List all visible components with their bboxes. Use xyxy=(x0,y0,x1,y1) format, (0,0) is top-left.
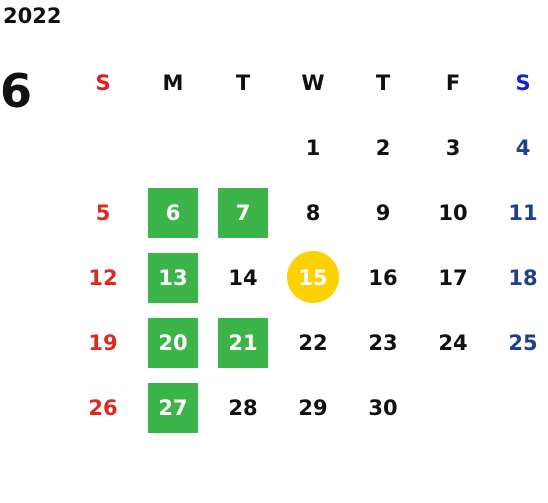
day-cell: 3 xyxy=(418,115,488,180)
day-number: 13 xyxy=(158,265,188,290)
weekday-header-thu: T xyxy=(375,70,391,95)
weekday-header-mon: M xyxy=(162,70,184,95)
day-cell-highlighted: 21 xyxy=(208,310,278,375)
weekday-header-tue: T xyxy=(235,70,251,95)
day-number: 15 xyxy=(298,265,328,290)
day-cell: 23 xyxy=(348,310,418,375)
day-cell-empty xyxy=(488,375,548,440)
day-cell: 30 xyxy=(348,375,418,440)
day-number: 30 xyxy=(368,395,398,420)
day-number: 5 xyxy=(95,200,111,225)
day-cell: 2 xyxy=(348,115,418,180)
day-number: 17 xyxy=(438,265,468,290)
day-cell: 1 xyxy=(278,115,348,180)
day-number: 2 xyxy=(375,135,391,160)
day-number: 16 xyxy=(368,265,398,290)
day-number: 23 xyxy=(368,330,398,355)
day-cell: 28 xyxy=(208,375,278,440)
day-cell: 25 xyxy=(488,310,548,375)
day-cell-highlighted: 6 xyxy=(138,180,208,245)
weekday-header-sat: S xyxy=(515,70,531,95)
day-cell: 26 xyxy=(68,375,138,440)
day-number: 26 xyxy=(88,395,118,420)
weekday-header-wed: W xyxy=(301,70,325,95)
day-cell-highlighted: 7 xyxy=(208,180,278,245)
day-number: 3 xyxy=(445,135,461,160)
day-number: 28 xyxy=(228,395,258,420)
day-number: 9 xyxy=(375,200,391,225)
calendar-grid: S M T W T F S 1 2 3 4 5 6 7 8 9 10 11 12… xyxy=(68,50,548,440)
day-cell: 14 xyxy=(208,245,278,310)
day-number: 27 xyxy=(158,395,188,420)
year-label: 2022 xyxy=(3,4,62,28)
weekday-header-fri: F xyxy=(445,70,461,95)
day-number: 12 xyxy=(88,265,118,290)
day-cell: 12 xyxy=(68,245,138,310)
day-cell xyxy=(208,115,278,180)
day-number: 10 xyxy=(438,200,468,225)
day-cell: 17 xyxy=(418,245,488,310)
day-number: 1 xyxy=(305,135,321,160)
day-cell-highlighted: 27 xyxy=(138,375,208,440)
day-cell-today: 15 xyxy=(278,245,348,310)
day-cell: 10 xyxy=(418,180,488,245)
day-number: 6 xyxy=(165,200,181,225)
day-cell: 16 xyxy=(348,245,418,310)
day-cell: 8 xyxy=(278,180,348,245)
day-cell: 11 xyxy=(488,180,548,245)
day-cell-empty xyxy=(418,375,488,440)
day-number: 29 xyxy=(298,395,328,420)
month-label: 6 xyxy=(0,64,33,118)
day-cell: 24 xyxy=(418,310,488,375)
day-cell-highlighted: 20 xyxy=(138,310,208,375)
day-number: 14 xyxy=(228,265,258,290)
day-cell: 4 xyxy=(488,115,548,180)
day-number: 24 xyxy=(438,330,468,355)
day-cell: 22 xyxy=(278,310,348,375)
day-number: 4 xyxy=(515,135,531,160)
day-number: 20 xyxy=(158,330,188,355)
day-number: 19 xyxy=(88,330,118,355)
day-cell: 19 xyxy=(68,310,138,375)
day-cell xyxy=(138,115,208,180)
day-number: 21 xyxy=(228,330,258,355)
day-number: 18 xyxy=(508,265,538,290)
weekday-header-sun: S xyxy=(95,70,111,95)
day-number: 7 xyxy=(235,200,251,225)
day-cell: 29 xyxy=(278,375,348,440)
day-cell: 5 xyxy=(68,180,138,245)
day-cell: 18 xyxy=(488,245,548,310)
day-number: 25 xyxy=(508,330,538,355)
day-cell xyxy=(68,115,138,180)
day-number: 11 xyxy=(508,200,538,225)
day-number: 22 xyxy=(298,330,328,355)
day-cell: 9 xyxy=(348,180,418,245)
day-cell-highlighted: 13 xyxy=(138,245,208,310)
day-number: 8 xyxy=(305,200,321,225)
